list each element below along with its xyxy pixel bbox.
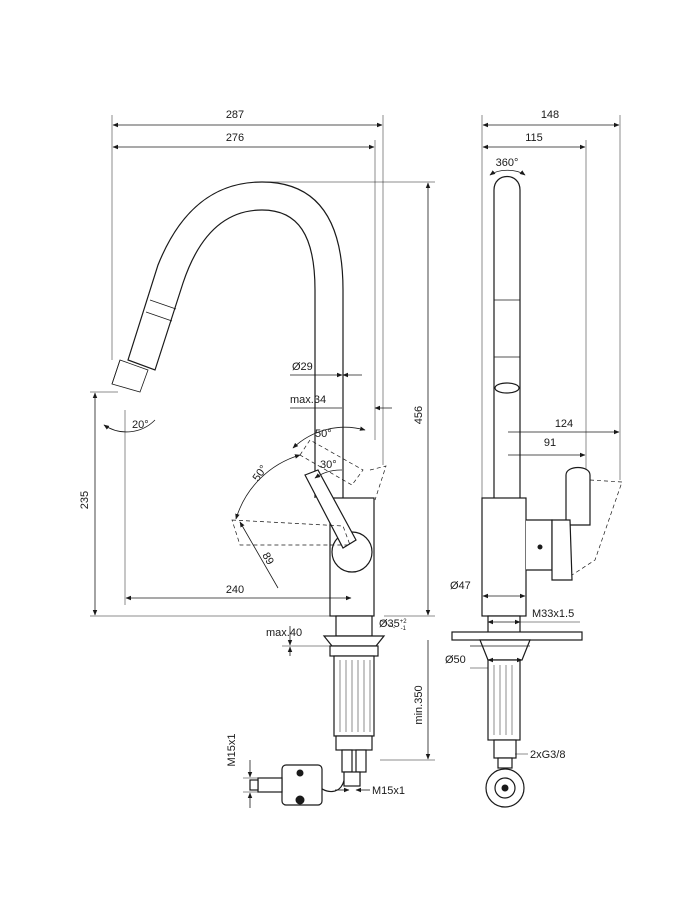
dim-handle-angle-small: 30° bbox=[320, 459, 337, 471]
side-view: 148 115 360° 124 91 Ø47 M33x1.5 Ø50 2xG3… bbox=[445, 109, 623, 808]
dim-spout-diameter: Ø29 bbox=[292, 361, 313, 373]
dim-thread: M33x1.5 bbox=[532, 608, 574, 620]
side-spout bbox=[493, 175, 521, 498]
dim-outlet-reach: 240 bbox=[226, 584, 244, 596]
front-dimension-lines bbox=[90, 115, 435, 808]
front-dimension-labels: 287 276 456 Ø29 max.34 50° 30° 50° 20° 8… bbox=[79, 109, 425, 797]
dim-spout-reach: 276 bbox=[226, 132, 244, 144]
dim-handle-angle-up: 50° bbox=[315, 428, 332, 440]
dim-body-diameter: Ø47 bbox=[450, 580, 471, 592]
dim-height: 456 bbox=[413, 406, 425, 424]
dim-spray-angle: 20° bbox=[132, 419, 149, 431]
dim-total-depth: 148 bbox=[541, 109, 559, 121]
dim-connector-horizontal: M15x1 bbox=[372, 785, 405, 797]
dim-body-width-max: max.34 bbox=[290, 394, 326, 406]
side-ribbed-sleeve bbox=[493, 665, 513, 735]
side-mounting bbox=[451, 615, 583, 808]
faucet-body bbox=[231, 439, 387, 617]
mounting-assembly bbox=[249, 615, 386, 806]
dim-deck-thickness: max.40 bbox=[266, 627, 302, 639]
dim-handle-length: 89 bbox=[259, 551, 276, 568]
dim-outlet-height: 235 bbox=[79, 491, 91, 509]
dim-rotation: 360° bbox=[496, 157, 519, 169]
dim-total-width: 287 bbox=[226, 109, 244, 121]
dim-hose-length: min.350 bbox=[413, 685, 425, 724]
dim-handle-angle-side: 50° bbox=[251, 463, 270, 484]
ribbed-sleeve bbox=[339, 660, 371, 732]
dim-base-diameter: Ø35+2-1 bbox=[379, 618, 407, 632]
dim-spout-offset: 115 bbox=[525, 132, 543, 144]
dim-supply-connectors: 2xG3/8 bbox=[530, 749, 565, 761]
dim-flange-diameter: Ø50 bbox=[445, 654, 466, 666]
dim-handle-depth: 124 bbox=[555, 418, 573, 430]
faucet-spout bbox=[111, 181, 344, 498]
dim-connector-vertical: M15x1 bbox=[226, 733, 238, 766]
side-dimension-lines bbox=[470, 115, 621, 755]
dim-body-to-handle: 91 bbox=[544, 437, 556, 449]
side-dimension-labels: 148 115 360° 124 91 Ø47 M33x1.5 Ø50 2xG3… bbox=[445, 109, 574, 761]
front-view: 287 276 456 Ø29 max.34 50° 30° 50° 20° 8… bbox=[79, 109, 435, 808]
